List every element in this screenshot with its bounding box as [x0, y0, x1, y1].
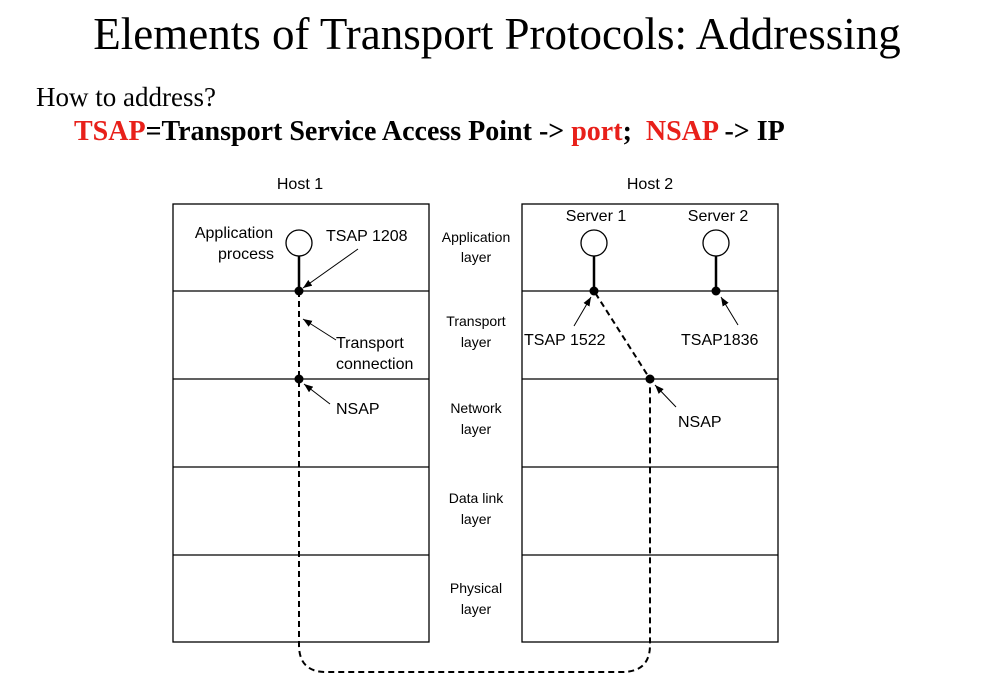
host1-nsap-arrow — [303, 383, 331, 405]
host2-stack — [521, 203, 779, 643]
host1-nsap-label: NSAP — [336, 401, 380, 418]
layer-label-network-1: Network — [450, 400, 502, 416]
layer-label-datalink-1: Data link — [449, 490, 504, 506]
host2-label: Host 2 — [627, 176, 673, 193]
host2-nsap-label: NSAP — [678, 414, 722, 431]
tsap-1836-arrow — [720, 296, 739, 326]
server1-circle — [580, 229, 608, 257]
question-text: How to address? — [36, 82, 216, 112]
host2-nsap-arrow — [654, 384, 677, 408]
tsap-term: TSAP — [74, 116, 146, 147]
tsap-1522-arrow — [573, 296, 592, 327]
nsap-definition: -> IP — [717, 116, 785, 147]
layer-labels: Application layer Transport layer Networ… — [442, 229, 511, 617]
layer-label-physical-1: Physical — [450, 580, 502, 596]
host1-label: Host 1 — [277, 176, 323, 193]
tsap-1208-arrow — [302, 248, 359, 289]
host1-nsap-dot — [294, 374, 304, 384]
separator: ; — [622, 116, 646, 147]
layer-label-network-2: layer — [461, 421, 492, 437]
nsap-term: NSAP — [645, 116, 718, 147]
transport-connection-arrow — [302, 318, 337, 341]
transport-connection-label-1: Transport — [336, 335, 404, 352]
tsap-definition: =Transport Service Access Point -> — [145, 116, 572, 147]
layer-label-physical-2: layer — [461, 601, 492, 617]
definition-line: TSAP=Transport Service Access Point -> p… — [74, 116, 785, 148]
app-process-label-2: process — [218, 246, 274, 263]
layer-label-datalink-2: layer — [461, 511, 492, 527]
slide-title: Elements of Transport Protocols: Address… — [93, 9, 901, 59]
layer-label-transport-2: layer — [461, 334, 492, 350]
port-term: port — [571, 116, 623, 147]
tsap-1522-label: TSAP 1522 — [524, 332, 606, 349]
tsap-1836-label: TSAP1836 — [681, 332, 758, 349]
app-process-label-1: Application — [195, 225, 273, 242]
layer-label-application-1: Application — [442, 229, 511, 245]
host1-stack — [172, 203, 430, 643]
layer-label-transport-1: Transport — [446, 313, 506, 329]
tsap-1836-dot — [711, 286, 721, 296]
server2-label: Server 2 — [688, 208, 749, 225]
tsap-1208-label: TSAP 1208 — [326, 228, 408, 245]
transport-connection-path — [298, 290, 651, 673]
server2-circle — [702, 229, 730, 257]
transport-connection-label-2: connection — [336, 356, 413, 373]
application-process-circle — [285, 229, 313, 257]
server1-label: Server 1 — [566, 208, 627, 225]
layer-label-application-2: layer — [461, 249, 492, 265]
